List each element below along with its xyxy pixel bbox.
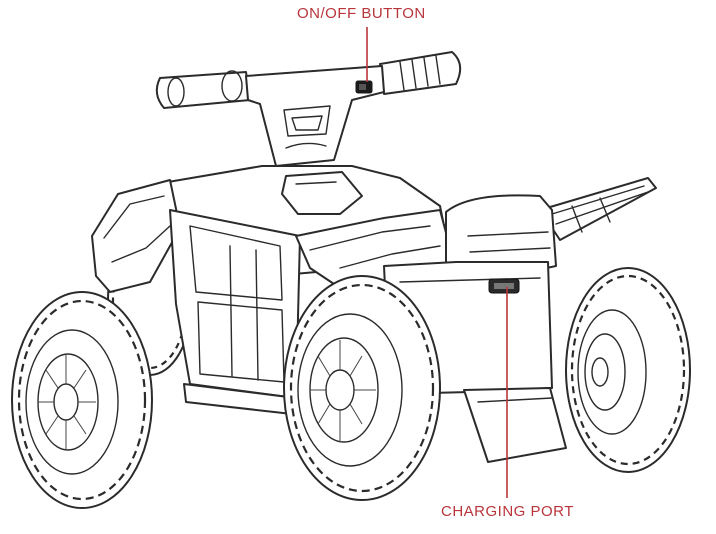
atv-body bbox=[91, 165, 567, 463]
on-off-button-label: ON/OFF BUTTON bbox=[297, 5, 426, 22]
on-off-button-marker bbox=[355, 80, 373, 94]
front-right-wheel bbox=[283, 275, 441, 501]
rear-rack bbox=[539, 177, 657, 241]
charging-port-label: CHARGING PORT bbox=[441, 503, 574, 520]
rear-right-wheel bbox=[565, 267, 691, 473]
charging-port-marker bbox=[488, 278, 520, 294]
front-left-wheel bbox=[11, 291, 153, 509]
handlebar bbox=[155, 51, 462, 167]
